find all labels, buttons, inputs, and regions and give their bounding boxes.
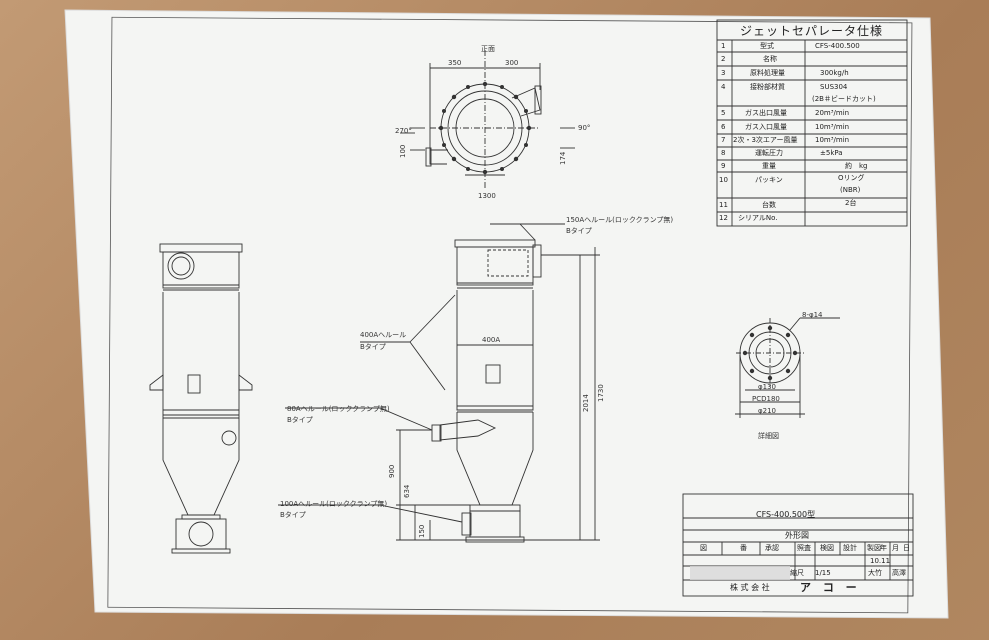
spec-value: 10m³/min [815, 136, 850, 144]
tb-header: 検図 [820, 544, 834, 552]
spec-label: 重量 [762, 162, 776, 170]
spec-no: 5 [721, 109, 726, 117]
top-view-label: 正面 [481, 45, 495, 53]
name-2: 高澤 [892, 569, 906, 577]
mark-90: 90° [578, 124, 591, 132]
tb-header: 年 [880, 544, 887, 552]
label-btype: Bタイプ [566, 227, 592, 235]
spec-label: ガス出口風量 [745, 109, 787, 117]
spec-label: 接粉部材質 [750, 83, 785, 91]
spec-value: CFS-400.500 [815, 42, 860, 50]
spec-no: 4 [721, 83, 726, 91]
name-1: 大竹 [868, 569, 882, 577]
dim-d130: φ130 [758, 383, 776, 391]
spec-value: 約 kg [845, 162, 868, 170]
tb-header: 承認 [765, 544, 779, 552]
dim-1300: 1300 [478, 192, 496, 200]
spec-value: 10m³/min [815, 123, 850, 131]
spec-label: ガス入口風量 [745, 123, 787, 131]
spec-value: 20m³/min [815, 109, 850, 117]
tb-header: 照査 [797, 544, 811, 552]
spec-no: 2 [721, 55, 726, 63]
label-btype: Bタイプ [360, 343, 386, 351]
spec-label: 台数 [762, 201, 776, 209]
company-name: ア コ ー [800, 581, 861, 594]
tb-header: 月 [892, 544, 899, 552]
drawing-number: CFS-400.500型 [756, 510, 816, 519]
tb-header: 製図 [867, 544, 881, 552]
spec-no: 7 [721, 136, 726, 144]
mark-270: 270° [395, 127, 412, 135]
tb-header: 図 [700, 544, 707, 552]
dim-1730: 1730 [597, 384, 605, 402]
spec-label: 運転圧力 [755, 149, 783, 157]
scale-value: 1/15 [815, 569, 831, 577]
scale-label: 縮尺 [790, 569, 804, 577]
spec-label: 2次・3次エアー風量 [733, 136, 798, 144]
label-holes: 8-φ14 [802, 311, 823, 319]
label-ferrule-80: 80Aヘルール(ロッククランプ無) [287, 405, 390, 413]
dim-pcd: PCD180 [752, 395, 780, 403]
dim-top-h1: 100 [399, 144, 407, 158]
spec-no: 12 [719, 214, 728, 222]
label-ferrule-100: 100Aヘルール(ロッククランプ無) [280, 500, 388, 508]
spec-no: 8 [721, 149, 726, 157]
tb-header: 日 [903, 544, 910, 552]
spec-label: 原料処理量 [750, 69, 785, 77]
spec-value: Oリング [838, 174, 865, 182]
dim-300: 300 [505, 59, 519, 67]
dim-150: 150 [418, 524, 426, 538]
detail-label: 詳細図 [758, 432, 779, 440]
label-btype: Bタイプ [287, 416, 313, 424]
dim-d210: φ210 [758, 407, 776, 415]
spec-value: ±5kPa [820, 149, 843, 157]
spec-no: 1 [721, 42, 726, 50]
spec-no: 10 [719, 176, 728, 184]
company-type: 株 式 会 社 [730, 583, 770, 592]
spec-value: SUS304 [820, 83, 848, 91]
dim-634: 634 [403, 484, 411, 498]
dim-350: 350 [448, 59, 462, 67]
dim-400a: 400A [482, 336, 501, 344]
spec-label: 型式 [760, 42, 774, 50]
spec-value: (2B＃ビードカット) [812, 95, 876, 103]
dim-2014: 2014 [582, 394, 590, 412]
spec-no: 9 [721, 162, 726, 170]
spec-value: (NBR) [840, 186, 861, 194]
spec-value: 300kg/h [820, 69, 849, 77]
tb-header: 設計 [843, 544, 857, 552]
label-ferrule-150: 150Aヘルール(ロッククランプ無) [566, 216, 674, 224]
spec-no: 6 [721, 123, 726, 131]
tb-header: 番 [740, 544, 747, 552]
spec-value: 2台 [845, 199, 857, 207]
spec-no: 11 [719, 201, 728, 209]
label-btype: Bタイプ [280, 511, 306, 519]
spec-label: シリアルNo. [738, 214, 778, 222]
dim-900: 900 [388, 464, 396, 478]
spec-no: 3 [721, 69, 726, 77]
spec-label: 名称 [763, 55, 777, 63]
spec-label: パッキン [755, 176, 783, 184]
date: 10.11 [870, 557, 891, 565]
spec-title: ジェットセパレータ仕様 [740, 24, 884, 38]
label-ferrule-400: 400Aヘルール [360, 331, 407, 339]
drawing-name: 外形図 [785, 531, 809, 540]
dim-top-h2: 174 [559, 151, 567, 165]
